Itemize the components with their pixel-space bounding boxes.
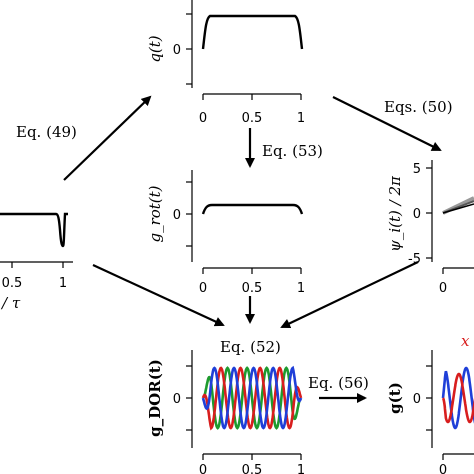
panel-psi: 5 0 -5 0 ψ_i(t) / 2π (386, 160, 474, 296)
arrow-eq49-label: Eq. (49) (16, 123, 77, 141)
gdor-curve-green (202, 366, 302, 430)
q-curve (201, 14, 304, 50)
panel-g-rot: 0 0 0.5 1 g_rot(t) (146, 170, 305, 296)
gdor-curve-blue (201, 365, 303, 430)
arrow-eq56-label: Eq. (56) (308, 374, 369, 392)
arrow-left-to-gdor (92, 264, 225, 327)
gdor-y-label: g_DOR(t) (146, 359, 164, 437)
psi-y-tick-label-1: 0 (413, 207, 421, 222)
arrow-eq52-label: Eq. (52) (220, 338, 281, 356)
grot-y-label: g_rot(t) (146, 185, 164, 242)
g-component-label: x (461, 332, 470, 350)
g-curve-blue (441, 366, 474, 430)
arrow-psi-to-gdor (280, 261, 419, 329)
q-x-tick-label-1: 0.5 (242, 111, 263, 126)
panel-g: x 0 0 g(t) (386, 332, 474, 474)
arrow-eq50-label: Eqs. (50) (384, 98, 453, 116)
gdor-y-tick-label: 0 (173, 392, 181, 407)
arrows: Eq. (49) Eqs. (50) Eq. (53) Eq. (52) Eq.… (16, 95, 453, 403)
gdor-curves (201, 365, 303, 431)
grot-x-tick-label-1: 0.5 (242, 281, 263, 296)
panel-q: 0 0 0.5 1 q(t) (146, 0, 305, 126)
gdor-curve-red (201, 366, 303, 431)
g-x-tick-label-0: 0 (439, 463, 447, 474)
psi-y-tick-label-0: 5 (413, 162, 421, 177)
grot-x-tick-label-0: 0 (199, 281, 207, 296)
q-y-tick-label: 0 (173, 43, 181, 58)
g-y-tick-label: 0 (413, 392, 421, 407)
psi-x-tick-label-0: 0 (439, 281, 447, 296)
grot-x-tick-label-2: 1 (297, 281, 305, 296)
gdor-x-tick-label-0: 0 (199, 463, 207, 474)
left-x-tick-label-0: 0.5 (2, 276, 23, 291)
g-curves (441, 366, 474, 430)
grot-y-tick-label: 0 (173, 208, 181, 223)
grot-curve (201, 203, 304, 215)
g-curve-red (441, 372, 474, 424)
arrow-eq53-label: Eq. (53) (262, 142, 323, 160)
q-x-tick-label-0: 0 (199, 111, 207, 126)
panel-g-dor: 0 0 0.5 1 g_DOR(t) (146, 350, 305, 474)
q-x-tick-label-2: 1 (297, 111, 305, 126)
left-x-tick-label-1: 1 (59, 276, 67, 291)
left-x-label: / τ (0, 294, 21, 312)
gdor-x-tick-label-1: 0.5 (242, 463, 263, 474)
panel-left: 0.5 1 / τ (0, 212, 73, 312)
arrow-eq50 (332, 96, 442, 151)
g-y-label: g(t) (386, 382, 404, 414)
gdor-x-tick-label-2: 1 (297, 463, 305, 474)
left-curve (0, 212, 68, 248)
q-y-label: q(t) (146, 35, 164, 62)
psi-y-label: ψ_i(t) / 2π (386, 175, 404, 252)
arrow-eq49 (63, 95, 152, 181)
